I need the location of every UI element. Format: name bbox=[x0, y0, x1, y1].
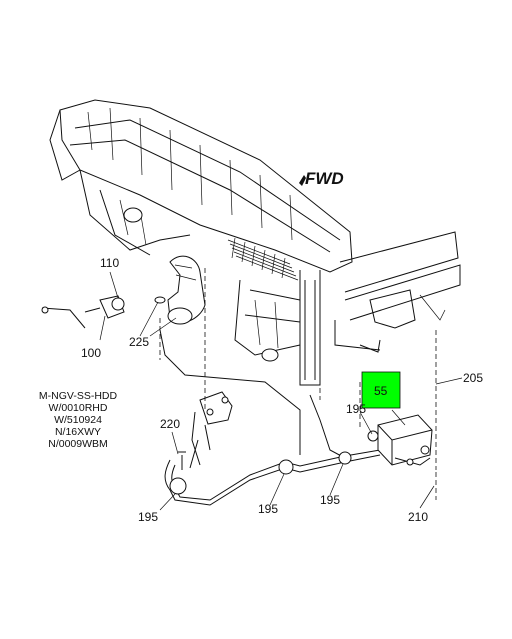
fwd-label: FWD bbox=[305, 169, 344, 188]
model-note-line-2: W/0010RHD bbox=[49, 402, 108, 414]
model-note-line-5: N/0009WBM bbox=[48, 438, 108, 450]
callout-195-right-top: 195 bbox=[346, 402, 366, 416]
fwd-indicator: FWD bbox=[299, 169, 344, 188]
canister-55 bbox=[377, 414, 433, 466]
callout-110: 110 bbox=[100, 256, 119, 270]
intake-duct bbox=[154, 255, 206, 325]
hose-routing bbox=[159, 329, 381, 506]
model-note-line-1: M-NGV-SS-HDD bbox=[39, 390, 118, 402]
bracket-assembly bbox=[41, 295, 125, 329]
reference-lines bbox=[159, 268, 437, 500]
callout-195-right-bottom: 195 bbox=[320, 493, 340, 507]
callout-205: 205 bbox=[463, 371, 483, 385]
highlight-box-55 bbox=[361, 371, 401, 409]
model-note-line-4: N/16XWY bbox=[55, 426, 101, 438]
vent-grille bbox=[227, 237, 299, 281]
callout-55: 55 bbox=[374, 384, 388, 398]
fwd-arrow-icon bbox=[299, 175, 306, 186]
callout-labels: 110 100 225 220 195 195 195 195 55 205 2… bbox=[81, 256, 483, 524]
callout-100: 100 bbox=[81, 346, 101, 360]
callout-195-mid: 195 bbox=[258, 502, 278, 516]
model-note-line-3: W/510924 bbox=[54, 414, 102, 426]
pump-assembly bbox=[189, 391, 233, 469]
cowl-panel bbox=[49, 99, 353, 281]
leader-lines bbox=[99, 271, 463, 511]
callout-195-left: 195 bbox=[138, 510, 158, 524]
callout-225: 225 bbox=[129, 335, 149, 349]
callout-210: 210 bbox=[408, 510, 428, 524]
model-note: M-NGV-SS-HDD W/0010RHD W/510924 N/16XWY … bbox=[39, 390, 118, 450]
callout-220: 220 bbox=[160, 417, 180, 431]
